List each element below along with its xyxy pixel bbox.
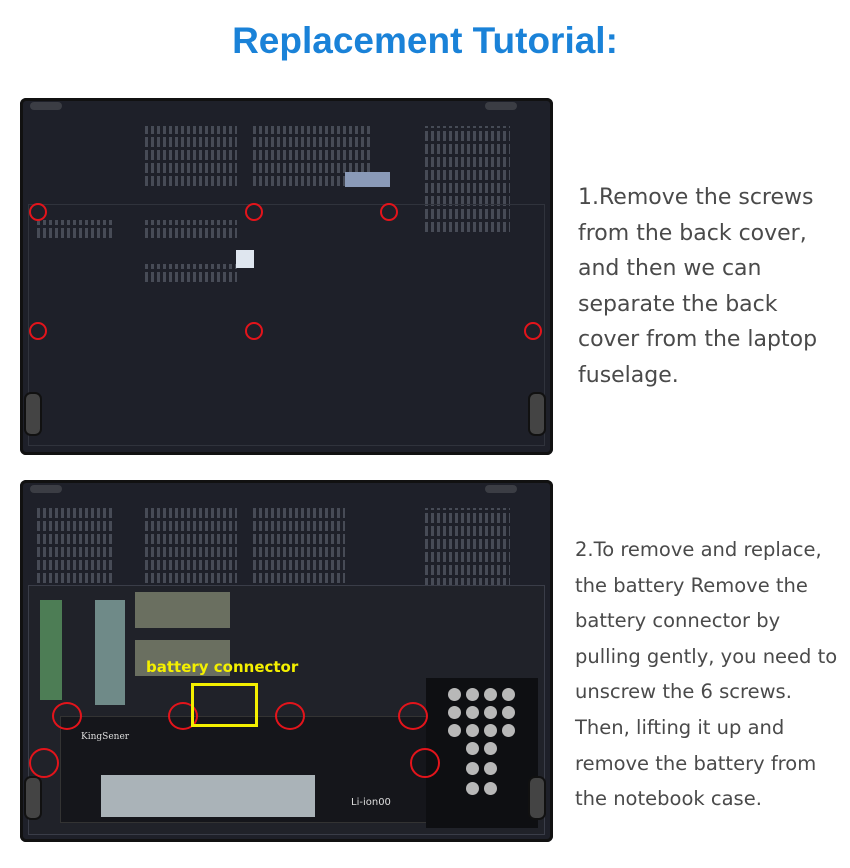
screw-highlight-circle	[245, 322, 263, 340]
vent-grille	[37, 220, 112, 238]
screw-highlight-circle	[398, 702, 428, 730]
step-1-text: 1.Remove the screws from the back cover,…	[578, 185, 818, 388]
hdd-bay	[426, 678, 538, 828]
screw-highlight-circle	[524, 322, 542, 340]
rubber-foot	[528, 776, 546, 820]
page-title: Replacement Tutorial:	[232, 20, 618, 61]
ssd-module	[95, 600, 125, 705]
screw-highlight-circle	[29, 322, 47, 340]
screw-highlight-circle	[29, 203, 47, 221]
screw-highlight-circle	[52, 702, 82, 730]
cover-panel	[28, 204, 545, 446]
vent-grille	[145, 508, 237, 583]
vent-grille	[145, 220, 237, 238]
label-sticker	[345, 172, 390, 187]
battery-brand: KingSener	[81, 732, 130, 742]
screw-highlight-circle	[380, 203, 398, 221]
laptop-open-battery-photo: KingSener Li-ion00	[20, 480, 553, 842]
vent-grille	[253, 126, 371, 186]
vent-grille	[425, 126, 510, 232]
rubber-foot	[30, 485, 62, 493]
rubber-foot	[528, 392, 546, 436]
rubber-foot	[485, 102, 517, 110]
rubber-foot	[24, 776, 42, 820]
battery-mark: Li-ion00	[351, 797, 391, 808]
windows-sticker	[236, 250, 254, 268]
screw-highlight-circle	[275, 702, 305, 730]
rubber-foot	[30, 102, 62, 110]
rubber-foot	[485, 485, 517, 493]
screw-highlight-circle	[410, 748, 440, 778]
screw-highlight-circle	[29, 748, 59, 778]
battery-connector-highlight	[191, 683, 258, 727]
screw-highlight-circle	[168, 702, 198, 730]
battery-label-sticker	[101, 775, 315, 817]
ram-module	[135, 640, 230, 676]
vent-grille	[37, 508, 112, 583]
ram-module	[135, 592, 230, 628]
step-2-text: 2.To remove and replace, the battery Rem…	[575, 538, 838, 811]
vent-grille	[253, 508, 345, 583]
screw-highlight-circle	[245, 203, 263, 221]
battery: KingSener Li-ion00	[60, 716, 444, 823]
rubber-foot	[24, 392, 42, 436]
vent-grille	[145, 126, 237, 186]
battery-connector-callout: battery connector	[146, 658, 299, 676]
laptop-back-cover-photo	[20, 98, 553, 455]
vent-grille	[145, 264, 237, 282]
ssd-module	[40, 600, 62, 700]
